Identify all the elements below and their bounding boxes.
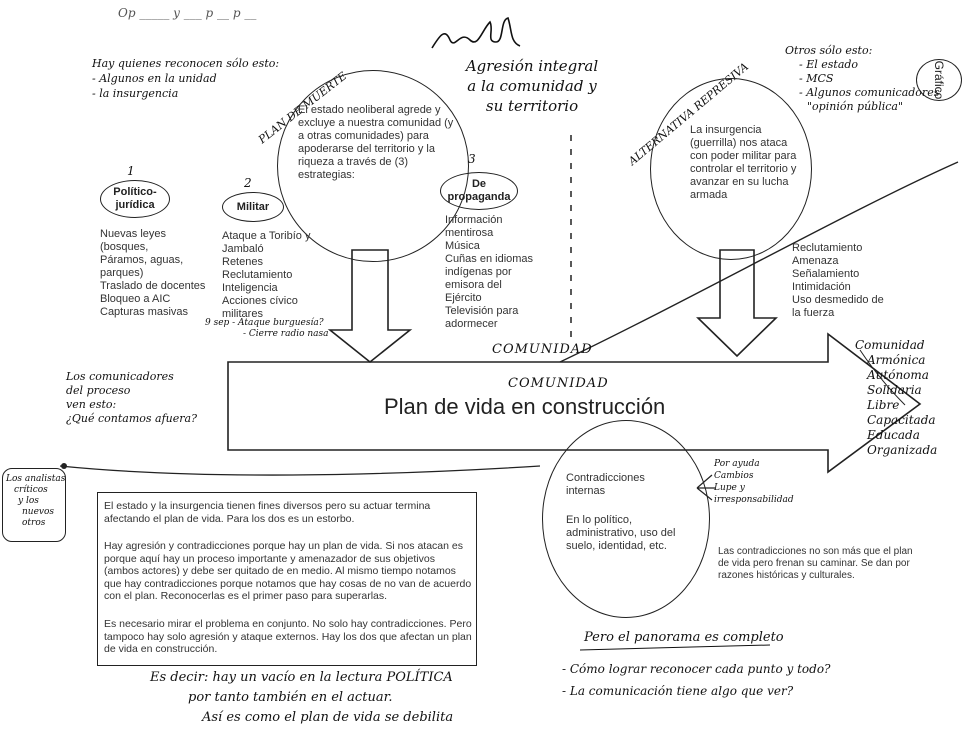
left-curve bbox=[59, 465, 541, 476]
strategy-2-items: Ataque a Toribío y Jambaló Retenes Reclu… bbox=[222, 230, 311, 320]
strategy-3-label: De propaganda bbox=[440, 172, 518, 210]
contradicciones-title: Contradicciones internas bbox=[566, 472, 645, 497]
summary-paragraph-1: El estado y la insurgencia tienen fines … bbox=[104, 500, 431, 525]
militar-note: 9 sep - Ataque burguesía? - Cierre radio… bbox=[205, 318, 329, 339]
panorama-lines: - Cómo lograr reconocer cada punto y tod… bbox=[562, 662, 831, 698]
estado-circle-text: El estado neoliberal agrede y excluye a … bbox=[298, 104, 454, 181]
community-qualities: Comunidad Armónica Autónoma Solidaria Li… bbox=[855, 338, 938, 457]
scribble-figure bbox=[431, 17, 521, 49]
summary-paragraph-2: Hay agresión y contradicciones porque ha… bbox=[104, 540, 472, 602]
strategy-3-number: 3 bbox=[468, 152, 476, 166]
contradicciones-causes: Por ayuda Cambios Lupe y irresponsabilid… bbox=[714, 459, 794, 505]
summary-box bbox=[97, 492, 477, 666]
others-note: Otros sólo esto: - El estado - MCS - Alg… bbox=[785, 44, 940, 113]
es-decir-note: Es decir: hay un vacío en la lectura POL… bbox=[150, 670, 454, 725]
qualities-bracket bbox=[859, 349, 906, 406]
down-arrow-left bbox=[327, 249, 413, 364]
comunidad-top-label: COMUNIDAD bbox=[492, 342, 593, 357]
analysts-oval bbox=[2, 468, 66, 542]
strategy-3-items: Información mentirosa Música Cuñas en id… bbox=[445, 214, 534, 330]
down-arrow-right bbox=[696, 249, 778, 358]
plan-vida-title: Plan de vida en construcción bbox=[384, 394, 666, 419]
estado-circle bbox=[277, 70, 469, 262]
strategy-1-label: Político-jurídica bbox=[100, 180, 170, 218]
agresion-text: Agresión integral a la comunidad y su te… bbox=[465, 57, 599, 115]
strategy-2-label: Militar bbox=[222, 192, 284, 222]
insurgencia-circle-text: La insurgencia (guerrilla) nos ataca con… bbox=[690, 124, 797, 201]
top-scribble: Op _____ y ___ p __ p __ bbox=[118, 6, 257, 20]
insurgency-items: Reclutamiento Amenaza Señalamiento Intim… bbox=[792, 242, 884, 319]
insurgencia-circle bbox=[650, 78, 812, 260]
contradicciones-circle bbox=[542, 420, 710, 618]
plan-vida-arrow bbox=[227, 332, 922, 474]
diagonal-curve bbox=[559, 161, 959, 363]
strategy-1-number: 1 bbox=[127, 164, 135, 178]
strategy-2-number: 2 bbox=[244, 176, 252, 190]
contradicciones-note: Las contradicciones no son más que el pl… bbox=[718, 546, 913, 581]
panorama-title: Pero el panorama es completo bbox=[584, 630, 784, 645]
recognize-note: Hay quienes reconocen sólo esto: - Algun… bbox=[92, 57, 280, 100]
analysts-note: Los analistas críticos y los nuevos otro… bbox=[6, 474, 66, 528]
summary-paragraph-3: Es necesario mirar el problema en conjun… bbox=[104, 618, 472, 655]
comunicadores-note: Los comunicadores del proceso ven esto: … bbox=[66, 370, 197, 425]
comunidad-inner-label: COMUNIDAD bbox=[508, 376, 609, 391]
strategy-1-items: Nuevas leyes (bosques, Páramos, aguas, p… bbox=[100, 228, 206, 318]
contradicciones-text: En lo político, administrativo, uso del … bbox=[566, 514, 676, 552]
